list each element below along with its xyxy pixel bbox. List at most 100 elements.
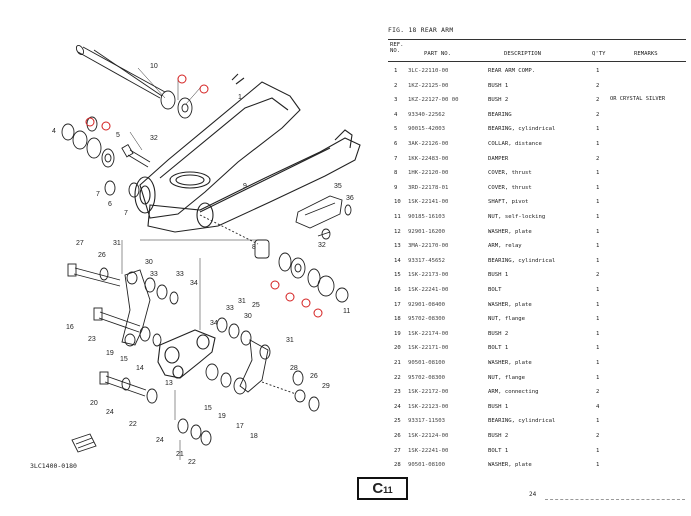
callout-4: 4 <box>52 128 56 135</box>
qty-cell: 1 <box>596 374 600 381</box>
part-no-cell: 95702-08300 <box>408 374 446 381</box>
diagram-code: 3LC1400-0180 <box>30 462 77 470</box>
description-cell: BUSH 1 <box>488 82 509 89</box>
ref-no-cell: 22 <box>394 374 401 381</box>
washer-stack-upper <box>144 277 179 305</box>
highlight-callout-3b <box>101 121 111 131</box>
part-no-cell: 3AK-22126-00 <box>408 141 449 147</box>
qty-cell: 2 <box>596 433 600 439</box>
description-cell: NUT, flange <box>488 316 526 323</box>
ref-no-cell: 20 <box>394 345 401 352</box>
callout-21: 21 <box>176 451 184 458</box>
callout-numbers: 10 4 5 32 1 9 7 6 7 35 36 32 8 11 27 26 … <box>52 63 354 466</box>
qty-cell: 1 <box>596 68 600 74</box>
callout-26b: 26 <box>310 373 318 380</box>
ref-no-cell: 23 <box>394 389 401 396</box>
pivot-shaft <box>75 44 166 99</box>
description-cell: SHAFT, pivot <box>488 199 529 206</box>
callout-16: 16 <box>66 324 74 331</box>
chain-guard <box>295 195 352 240</box>
ref-no-cell: 15 <box>394 272 401 279</box>
highlight-callout-6 <box>301 298 311 308</box>
part-no-cell: 90185-16103 <box>408 214 446 220</box>
description-cell: WASHER, plate <box>488 228 532 235</box>
part-no-cell: 90015-42003 <box>408 126 446 133</box>
callout-19b: 19 <box>218 413 226 420</box>
ref-no-cell: 7 <box>394 155 398 162</box>
callout-28: 28 <box>290 365 298 372</box>
qty-cell: 1 <box>596 141 600 147</box>
qty-cell: 2 <box>596 389 600 396</box>
callout-7b: 7 <box>124 210 128 217</box>
callout-8: 8 <box>252 244 256 251</box>
washer-stack-bottom <box>177 418 212 446</box>
highlight-callout-4 <box>270 280 280 290</box>
callout-14: 14 <box>136 365 144 372</box>
qty-cell: 1 <box>596 418 600 425</box>
bottom-rule <box>545 499 685 500</box>
description-cell: ARM, connecting <box>488 389 539 396</box>
ref-no-cell: 11 <box>394 214 401 220</box>
section-letter: C <box>372 480 384 497</box>
bolt-16 <box>93 307 162 347</box>
callout-31b: 31 <box>238 298 246 305</box>
highlight-callout-12 <box>313 308 323 318</box>
qty-cell: 1 <box>596 301 600 308</box>
callout-19: 19 <box>106 350 114 357</box>
part-no-cell: 1SK-22172-00 <box>408 389 449 396</box>
ref-no-cell: 18 <box>394 316 401 323</box>
header-ref-no: REF. NO. <box>390 42 404 55</box>
qty-cell: 1 <box>596 126 600 133</box>
qty-cell: 1 <box>596 214 600 220</box>
part-no-cell: 1KK-22483-00 <box>408 155 449 162</box>
part-no-cell: 1SK-22171-00 <box>408 345 449 352</box>
qty-cell: 1 <box>596 170 600 177</box>
ref-no-cell: 2 <box>394 82 398 89</box>
header-part-no: PART NO. <box>424 51 451 57</box>
description-cell: ARM, relay <box>488 243 522 250</box>
description-cell: WASHER, plate <box>488 301 532 308</box>
qty-cell: 1 <box>596 330 600 337</box>
callout-22: 22 <box>129 421 137 428</box>
part-no-cell: 1KZ-22127-00 00 <box>408 97 459 104</box>
qty-cell: 1 <box>596 360 600 366</box>
callout-32b: 32 <box>318 242 326 249</box>
qty-cell: 1 <box>596 257 600 264</box>
callout-15b: 15 <box>204 405 212 412</box>
highlight-callout-5 <box>285 292 295 302</box>
figure-title: FIG. 18 REAR ARM <box>388 27 454 34</box>
part-no-cell: 93317-45652 <box>408 257 446 264</box>
callout-10: 10 <box>150 63 158 70</box>
callout-32: 32 <box>150 135 158 142</box>
description-cell: BOLT 1 <box>488 447 509 454</box>
ref-no-cell: 6 <box>394 141 398 147</box>
callout-33: 33 <box>150 271 158 278</box>
description-cell: BUSH 2 <box>488 330 509 337</box>
ref-no-cell: 19 <box>394 330 401 337</box>
bolt-28 <box>261 370 320 412</box>
ref-no-cell: 10 <box>394 199 401 206</box>
header-qty: Q'TY <box>592 51 606 57</box>
header-rule-top <box>388 39 686 40</box>
part-no-cell: 1HK-22120-00 <box>408 170 449 177</box>
qty-cell: 2 <box>596 155 600 162</box>
remarks-cell: OR CRYSTAL SILVER <box>610 96 666 103</box>
description-cell: BEARING, cylindrical <box>488 418 556 425</box>
qty-cell: 1 <box>596 462 600 469</box>
exploded-diagram: 10 4 5 32 1 9 7 6 7 35 36 32 8 11 27 26 … <box>52 44 361 466</box>
rear-arm-frame <box>134 73 361 233</box>
